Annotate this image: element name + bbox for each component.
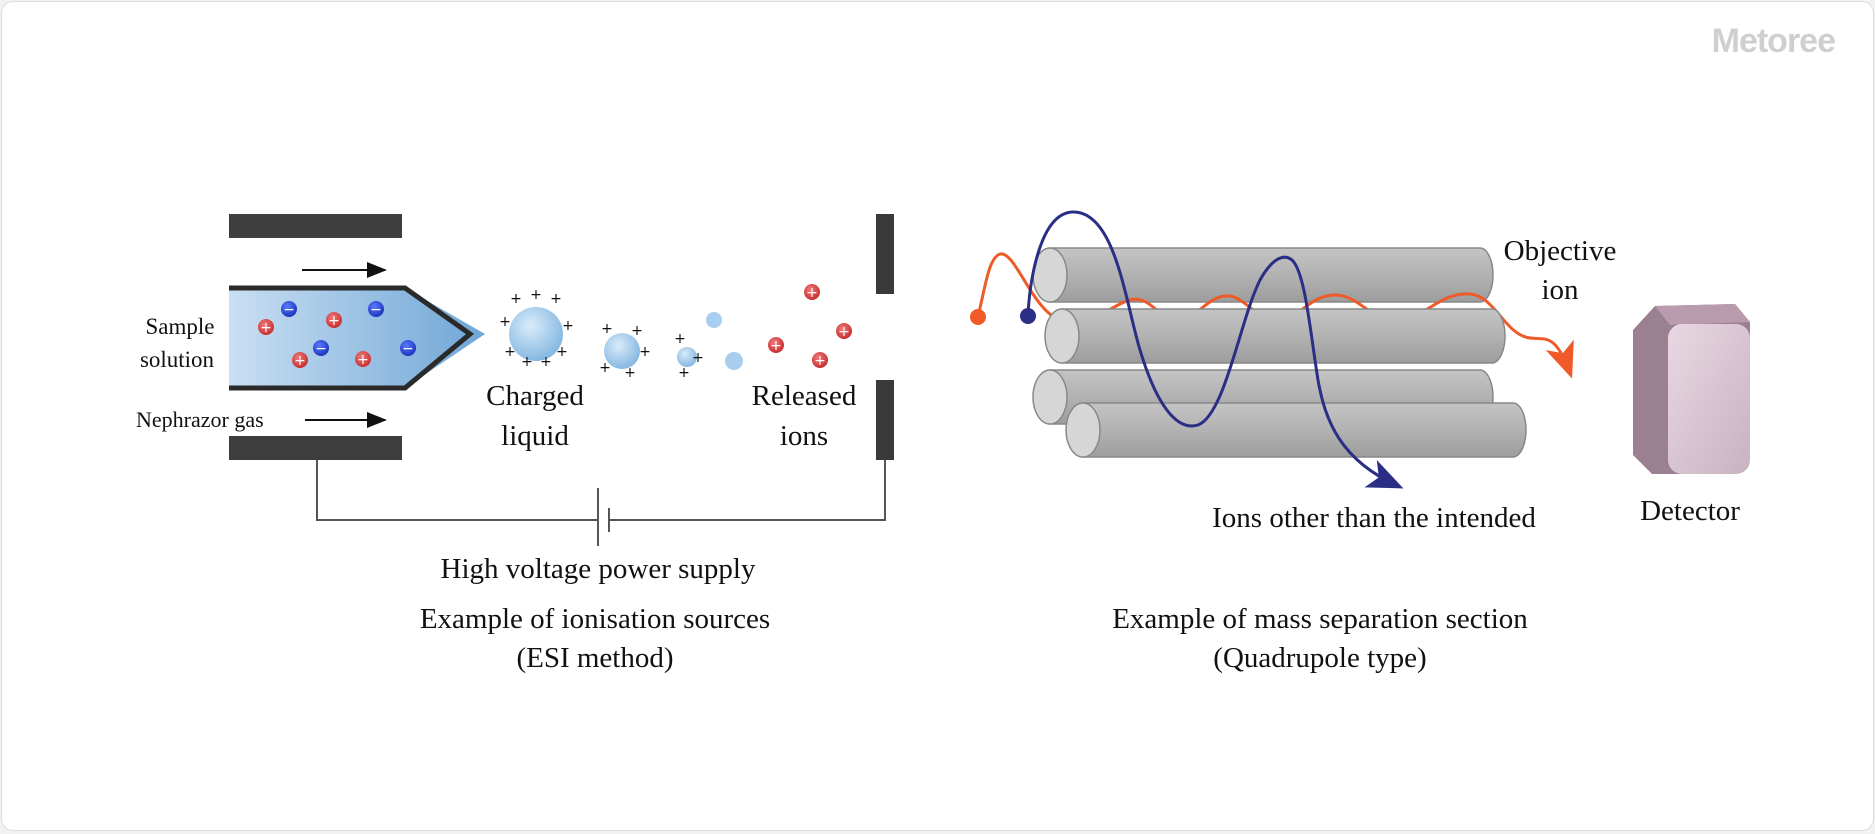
circuit-wire-right	[609, 460, 886, 521]
charge-sign: +	[550, 291, 562, 307]
released-label-line2: ions	[780, 420, 828, 452]
detector	[1633, 304, 1750, 474]
charged-droplets	[509, 307, 743, 370]
quadrupole-section: Objective ion Ions other than the intend…	[970, 210, 1750, 674]
large-droplet	[509, 307, 563, 361]
charge-sign: +	[510, 291, 522, 307]
charge-sign: +	[599, 360, 611, 376]
power-supply-label: High voltage power supply	[441, 553, 756, 585]
charge-sign: +	[530, 287, 542, 303]
charge-sign: +	[521, 354, 533, 370]
positive-ion: +	[812, 352, 828, 369]
sample-label-line2: solution	[140, 347, 215, 372]
positive-ion: +	[355, 351, 371, 368]
top-electrode-plate	[229, 214, 402, 238]
sample-label-line1: Sample	[146, 314, 215, 339]
positive-ion: +	[292, 352, 308, 369]
solution-ions: − + − + − + − +	[258, 301, 416, 369]
bottom-electrode-plate	[229, 436, 402, 460]
counter-electrode-top	[876, 214, 894, 294]
objective-label-line2: ion	[1541, 274, 1579, 306]
negative-sign: −	[402, 341, 414, 357]
medium-droplet	[604, 333, 640, 369]
charge-sign: +	[601, 321, 613, 337]
charge-sign: +	[499, 314, 511, 330]
positive-ion: +	[804, 284, 820, 301]
capillary-needle	[229, 285, 475, 391]
counter-electrode-bottom	[876, 380, 894, 460]
metoree-logo: Metoree	[1712, 22, 1835, 60]
esi-caption-line2: (ESI method)	[516, 642, 673, 674]
positive-sign: +	[838, 324, 850, 340]
positive-sign: +	[806, 285, 818, 301]
negative-ion: −	[281, 301, 297, 318]
circuit-wire-left	[316, 460, 598, 521]
charge-sign: +	[562, 318, 574, 334]
charge-sign: +	[678, 365, 690, 381]
sample-solution-fill	[229, 288, 485, 388]
released-label-line1: Released	[752, 380, 857, 412]
positive-ion: +	[258, 319, 274, 336]
negative-ion: −	[400, 340, 416, 357]
gas-label: Nephrazor gas	[136, 407, 264, 432]
objective-label-line1: Objective	[1504, 235, 1617, 267]
positive-sign: +	[260, 320, 272, 336]
quadrupole-rod	[1065, 402, 1527, 458]
positive-sign: +	[328, 313, 340, 329]
charge-sign: +	[674, 331, 686, 347]
positive-ion: +	[326, 312, 342, 329]
tiny-droplet	[706, 312, 722, 328]
negative-sign: −	[370, 302, 382, 318]
positive-ion: +	[836, 323, 852, 340]
power-supply-circuit	[316, 460, 886, 546]
positive-ion: +	[768, 337, 784, 354]
charge-sign: +	[556, 344, 568, 360]
small-droplet	[677, 347, 697, 367]
positive-sign: +	[357, 352, 369, 368]
negative-sign: −	[283, 302, 295, 318]
negative-ion: −	[313, 340, 329, 357]
other-ion-start	[1020, 308, 1036, 324]
objective-ion-start	[970, 309, 986, 325]
charged-label-line2: liquid	[501, 420, 569, 452]
released-ions: + + + +	[768, 284, 852, 369]
charge-sign: +	[624, 365, 636, 381]
droplet-charges: + + + + + + + + + + + + + + + + +	[499, 287, 704, 381]
positive-sign: +	[814, 353, 826, 369]
charged-label-line1: Charged	[486, 380, 584, 412]
quadrupole-caption-line2: (Quadrupole type)	[1213, 642, 1426, 674]
esi-section: − + − + − + − + + +	[136, 214, 894, 674]
detector-label: Detector	[1640, 495, 1740, 527]
other-ions-label: Ions other than the intended	[1212, 502, 1536, 534]
quadrupole-caption-line1: Example of mass separation section	[1112, 603, 1528, 635]
tiny-droplet	[725, 352, 743, 370]
positive-sign: +	[294, 353, 306, 369]
negative-ion: −	[368, 301, 384, 318]
charge-sign: +	[639, 344, 651, 360]
charge-sign: +	[504, 344, 516, 360]
positive-sign: +	[770, 338, 782, 354]
charge-sign: +	[631, 323, 643, 339]
quadrupole-rod	[1044, 308, 1506, 364]
negative-sign: −	[315, 341, 327, 357]
charge-sign: +	[540, 354, 552, 370]
charge-sign: +	[692, 350, 704, 366]
esi-caption-line1: Example of ionisation sources	[420, 603, 770, 635]
other-ion-path	[1026, 210, 1404, 489]
